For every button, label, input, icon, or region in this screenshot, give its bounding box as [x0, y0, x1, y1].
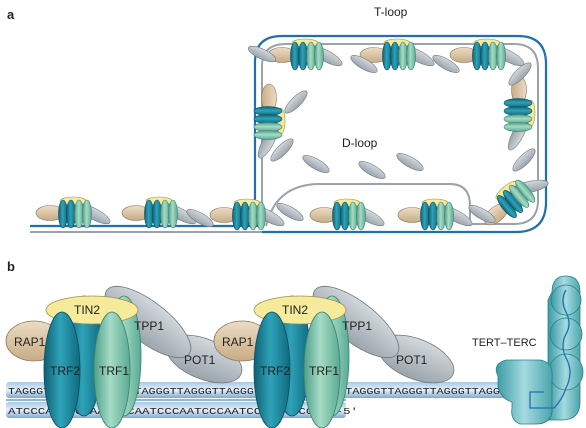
pot1-ellipse: [300, 151, 332, 177]
tpp1-label: TPP1: [342, 319, 372, 333]
tin2-label: TIN2: [282, 303, 308, 317]
pot1-ellipse: [356, 157, 388, 183]
panel-a-letter: a: [7, 7, 15, 22]
shelterin-complex-2: TIN2 RAP1 TPP1 POT1 TRF2 TRF1: [213, 285, 455, 428]
trf2-label: TRF2: [50, 364, 80, 378]
panel-b: b TAGGGTTAGGGTTAGGGTTAGGGTTAGGGTTAGGGTTA…: [5, 259, 584, 428]
trf1: [303, 311, 341, 428]
terc-template-line: [529, 289, 571, 409]
pot1-label: POT1: [184, 353, 216, 367]
d-loop: [265, 183, 471, 227]
tert-terc-label: TERT–TERC: [472, 337, 537, 349]
trf2: [253, 311, 291, 428]
trf1-label: TRF1: [309, 364, 339, 378]
shelterin-complex-1: TIN2 RAP1 TPP1 POT1 TRF2 TRF1: [5, 285, 243, 428]
pot1-ellipse: [281, 87, 311, 117]
tpp1-label: TPP1: [134, 319, 164, 333]
tin2-label: TIN2: [74, 303, 100, 317]
panel-b-letter: b: [7, 259, 15, 274]
shelterin-complex: [35, 196, 113, 229]
trf1: [93, 311, 131, 428]
shelterin-complex: [503, 75, 536, 153]
pot1-ellipse: [394, 149, 426, 175]
t-loop-label: T-loop: [374, 5, 408, 19]
rap1-label: RAP1: [14, 335, 46, 349]
terc-lobe: [550, 284, 582, 316]
telomerase-tert-terc: TERT–TERC: [472, 275, 584, 425]
shelterin-complex: [309, 198, 387, 231]
pot1-ellipse: [509, 145, 539, 175]
c-strand-sequence: ATCCCAATCCCAATCCCAATCCCAATCCCAATCCCAATCC…: [8, 406, 358, 417]
trf1-label: TRF1: [99, 364, 129, 378]
panel-a: a T-loop D-loop: [7, 5, 555, 235]
trf2-label: TRF2: [260, 364, 290, 378]
t-loop-grey-strand: [261, 43, 539, 226]
trf2: [43, 311, 81, 428]
t-loop-strand: [253, 34, 548, 234]
pot1-label: POT1: [396, 353, 428, 367]
rap1-label: RAP1: [222, 335, 254, 349]
shelterin-complex: [397, 198, 475, 231]
d-loop-label: D-loop: [342, 136, 378, 150]
terc-lobe: [548, 353, 584, 391]
